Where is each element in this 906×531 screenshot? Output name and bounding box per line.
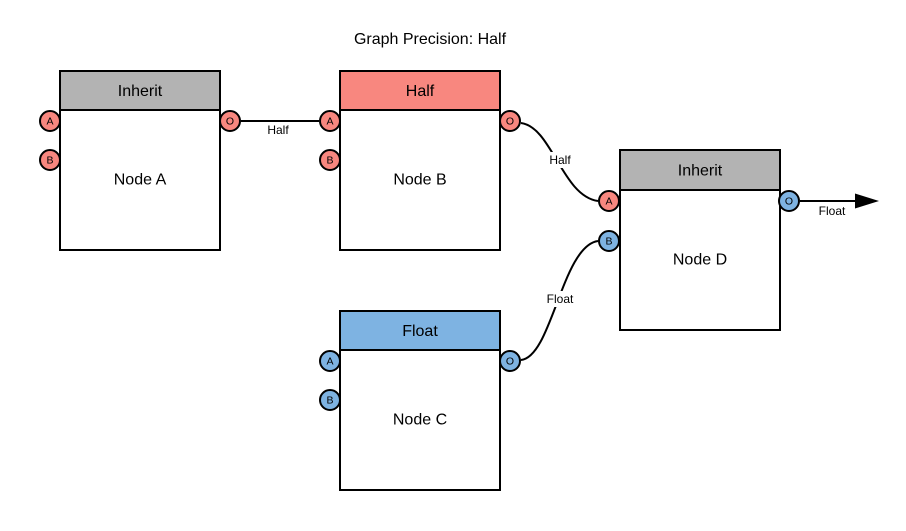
node-a-header <box>59 70 221 111</box>
node-a-header-label: Inherit <box>118 83 163 100</box>
node-d-port-b <box>598 230 620 252</box>
node-a-port-b-label: B <box>46 155 53 167</box>
node-c-port-a-label: A <box>326 356 333 368</box>
node-b-port-b <box>319 149 341 171</box>
node-b-port-b-label: B <box>326 155 333 167</box>
node-c-port-b-label: B <box>326 395 333 407</box>
edge-b-out-to-d-a-label-text: Half <box>549 153 571 167</box>
node-d-port-o-label: O <box>785 196 793 208</box>
node-a-port-a-label: A <box>46 116 53 128</box>
node-d-port-a-label: A <box>605 196 612 208</box>
node-c-port-o <box>499 350 521 372</box>
node-a-label: Node A <box>114 172 167 189</box>
node-d-header-label: Inherit <box>678 163 723 180</box>
edge-a-out-to-b-a-label-text: Half <box>267 123 289 137</box>
node-c-header-label: Float <box>402 323 438 340</box>
node-c-port-a <box>319 350 341 372</box>
edge-d-out-label-bg <box>816 203 848 219</box>
edge-b-out-to-d-a-label: Half <box>547 152 574 168</box>
node-d-port-o <box>778 190 800 212</box>
edge-d-out-label-text: Float <box>819 204 846 218</box>
node-d-label: Node D <box>673 252 727 269</box>
node-c-port-b <box>319 389 341 411</box>
node-b-header <box>339 70 501 111</box>
node-b-label: Node B <box>393 172 446 189</box>
node-b-port-o-label: O <box>506 116 514 128</box>
node-a-port-o <box>219 110 241 132</box>
node-b-port-o <box>499 110 521 132</box>
node-a-port-a <box>39 110 61 132</box>
node-d-header <box>619 149 781 191</box>
edge-d-out-arrowhead-icon <box>855 193 879 209</box>
edge-c-out-to-d-b-label-bg <box>544 291 576 307</box>
edge-c-out-to-d-b-label-text: Float <box>547 292 574 306</box>
edge-b-out-to-d-a-label-bg <box>547 152 574 168</box>
node-d-port-b-label: B <box>605 236 612 248</box>
node-c-header <box>339 310 501 351</box>
node-b-port-a-label: A <box>326 116 333 128</box>
node-c-port-o-label: O <box>506 356 514 368</box>
diagram-title: Graph Precision: Half <box>354 31 507 48</box>
node-c-label: Node C <box>393 412 447 429</box>
edge-d-out-label: Float <box>816 203 848 219</box>
node-a-port-b <box>39 149 61 171</box>
node-d-port-a <box>598 190 620 212</box>
edge-a-out-to-b-a-label: Half <box>265 122 292 138</box>
node-a-port-o-label: O <box>226 116 234 128</box>
edge-c-out-to-d-b-label: Float <box>544 291 576 307</box>
node-b-header-label: Half <box>406 83 435 100</box>
edge-a-out-to-b-a-label-bg <box>265 122 292 138</box>
node-b-port-a <box>319 110 341 132</box>
